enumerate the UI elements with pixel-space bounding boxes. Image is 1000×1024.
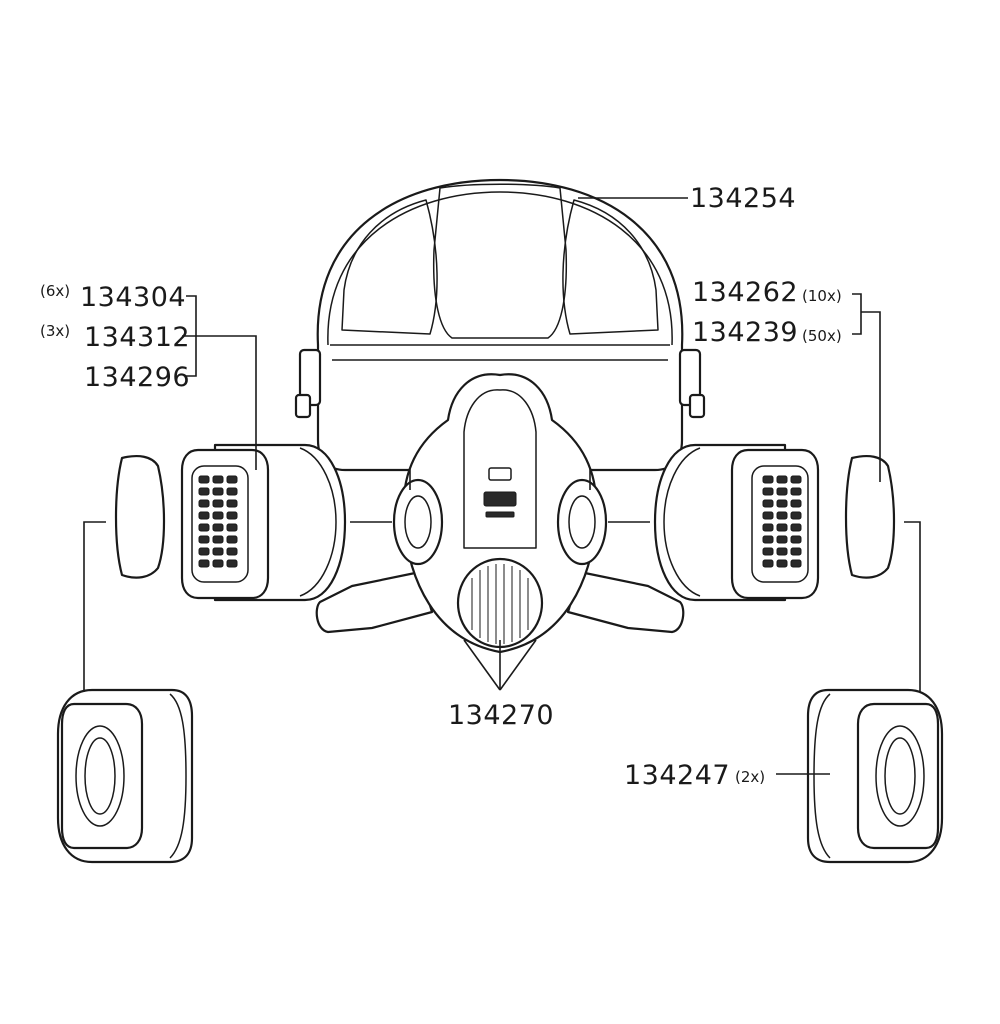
part-number-mask: 134270	[448, 700, 554, 731]
part-number-headband: 134254	[690, 183, 796, 214]
half-mask	[315, 373, 685, 654]
qty-holder: (2x)	[735, 768, 765, 786]
leader-lines	[83, 197, 921, 775]
qty-prefilter-a: (10x)	[802, 287, 842, 305]
part-number-filter-b: 134312	[84, 322, 190, 353]
part-number-filter-c: 134296	[84, 362, 190, 393]
part-number-holder: 134247	[624, 760, 730, 791]
part-number-filter-a: 134304	[80, 282, 186, 313]
right-prefilter-pad	[844, 455, 896, 579]
right-filter-holder	[806, 688, 944, 864]
left-prefilter-pad	[114, 455, 166, 579]
part-number-prefilter-a: 134262	[692, 277, 798, 308]
right-filter-cartridge	[653, 443, 820, 602]
qty-filter-a: (6x)	[40, 282, 70, 300]
left-filter-cartridge	[180, 443, 347, 602]
head-harness	[294, 178, 706, 472]
qty-filter-b: (3x)	[40, 322, 70, 340]
left-filter-holder	[56, 688, 194, 864]
qty-prefilter-b: (50x)	[802, 327, 842, 345]
part-number-prefilter-b: 134239	[692, 317, 798, 348]
